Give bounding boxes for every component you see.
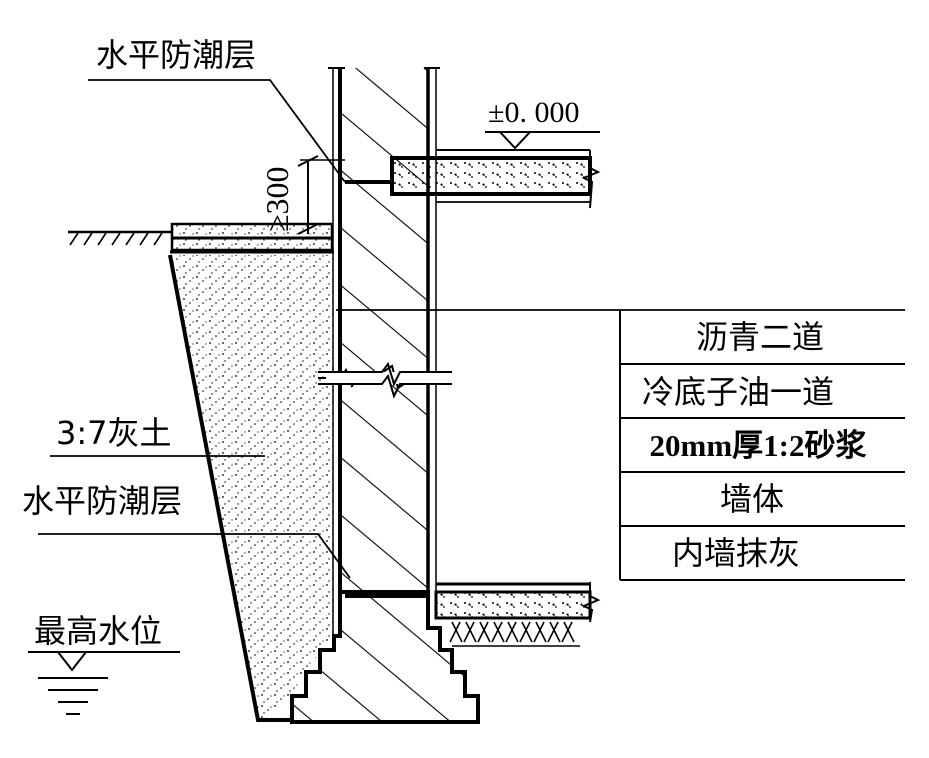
label-lower-dpc: 水平防潮层	[22, 482, 182, 520]
label-top-dpc: 水平防潮层	[96, 36, 256, 74]
layer-table: 沥青二道 冷底子油一道 20mm厚1:2砂浆 墙体 内墙抹灰	[619, 310, 905, 581]
basement-floor-slab	[434, 582, 601, 647]
label-lime-soil: 3:7灰土	[56, 414, 172, 452]
layer-row-2: 冷底子油一道	[642, 373, 834, 411]
label-min-height: ≥300	[259, 166, 295, 232]
foundation	[290, 590, 480, 724]
wall	[318, 67, 452, 640]
label-highest-water: 最高水位	[34, 612, 162, 650]
ground-surface	[68, 222, 334, 252]
water-level-symbol	[28, 651, 180, 715]
ground-floor-slab	[390, 131, 601, 209]
lime-soil-backfill	[168, 250, 334, 722]
layer-row-5: 内墙抹灰	[672, 534, 800, 572]
dimension-min-height	[297, 155, 345, 235]
label-floor-level: ±0. 000	[488, 96, 579, 129]
layer-row-1: 沥青二道	[696, 318, 824, 356]
layer-row-3: 20mm厚1:2砂浆	[650, 428, 867, 463]
layer-row-4: 墙体	[720, 480, 784, 518]
